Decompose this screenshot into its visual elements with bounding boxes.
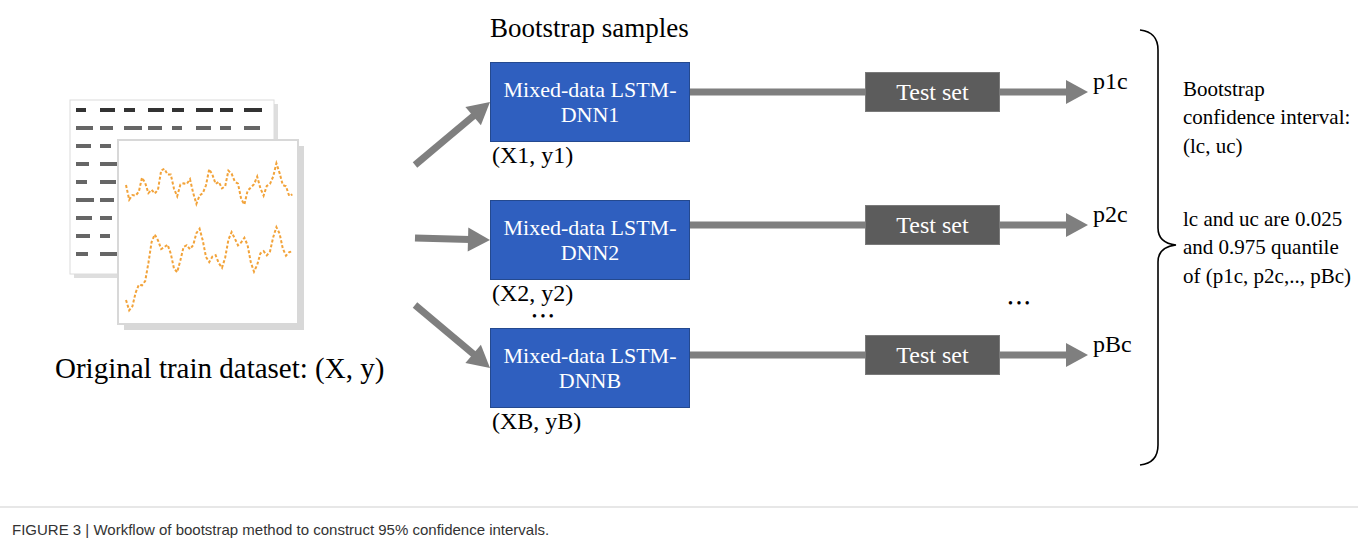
flow-arrow xyxy=(690,355,865,356)
model-box-fill: Mixed-data LSTM-DNNB xyxy=(490,328,690,408)
prediction-label: pBc xyxy=(1093,331,1132,357)
sample-label: (X2, y2) xyxy=(490,280,690,306)
test-set-box: Test set xyxy=(865,205,1000,245)
prediction-label: p2c xyxy=(1093,201,1128,227)
curly-bracket xyxy=(1140,30,1176,465)
sample-label: (XB, yB) xyxy=(490,408,690,434)
caption-rule xyxy=(0,507,1358,508)
prediction-label: p1c xyxy=(1093,68,1128,94)
flow-arrow xyxy=(690,225,865,226)
box-text: Mixed-data LSTM-DNN1 xyxy=(499,77,681,128)
test-set-fill: Test set xyxy=(865,72,1000,112)
interval-note: Bootstrap confidence interval: (lc, uc) xyxy=(1183,75,1355,160)
figure-caption: FIGURE 3 | Workflow of bootstrap method … xyxy=(12,521,549,538)
test-set-fill: Test set xyxy=(865,205,1000,245)
test-set-box: Test set xyxy=(865,72,1000,112)
ellipsis: • • • xyxy=(1008,296,1030,311)
dataset-node: Original train dataset: (X, y) xyxy=(45,95,415,390)
quantile-note: lc and uc are 0.025 and 0.975 quantile o… xyxy=(1183,205,1355,290)
dataset-illustration xyxy=(70,100,304,330)
flow-arrow xyxy=(690,92,865,93)
dataset-label: Original train dataset: (X, y) xyxy=(55,353,384,385)
ellipsis: • • • xyxy=(532,309,554,324)
box-text: Test set xyxy=(896,212,968,238)
box-text: Test set xyxy=(896,342,968,368)
test-set-box: Test set xyxy=(865,335,1000,375)
flow-arrow xyxy=(415,227,490,251)
model-box: Mixed-data LSTM-DNN1 (X1, y1) xyxy=(490,62,690,168)
model-box-fill: Mixed-data LSTM-DNN2 xyxy=(490,200,690,280)
result-arrows xyxy=(1000,80,1088,367)
box-text: Test set xyxy=(896,79,968,105)
sample-label: (X1, y1) xyxy=(490,142,690,168)
model-box: Mixed-data LSTM-DNN2 (X2, y2) xyxy=(490,200,690,306)
flow-arrow xyxy=(415,102,490,165)
test-set-fill: Test set xyxy=(865,335,1000,375)
box-text: Mixed-data LSTM-DNN2 xyxy=(499,215,681,266)
box-text: Mixed-data LSTM-DNNB xyxy=(499,343,681,394)
model-box: Mixed-data LSTM-DNNB (XB, yB) xyxy=(490,328,690,434)
model-box-fill: Mixed-data LSTM-DNN1 xyxy=(490,62,690,142)
stage-title: Bootstrap samples xyxy=(490,14,689,44)
flow-arrow xyxy=(415,305,490,368)
